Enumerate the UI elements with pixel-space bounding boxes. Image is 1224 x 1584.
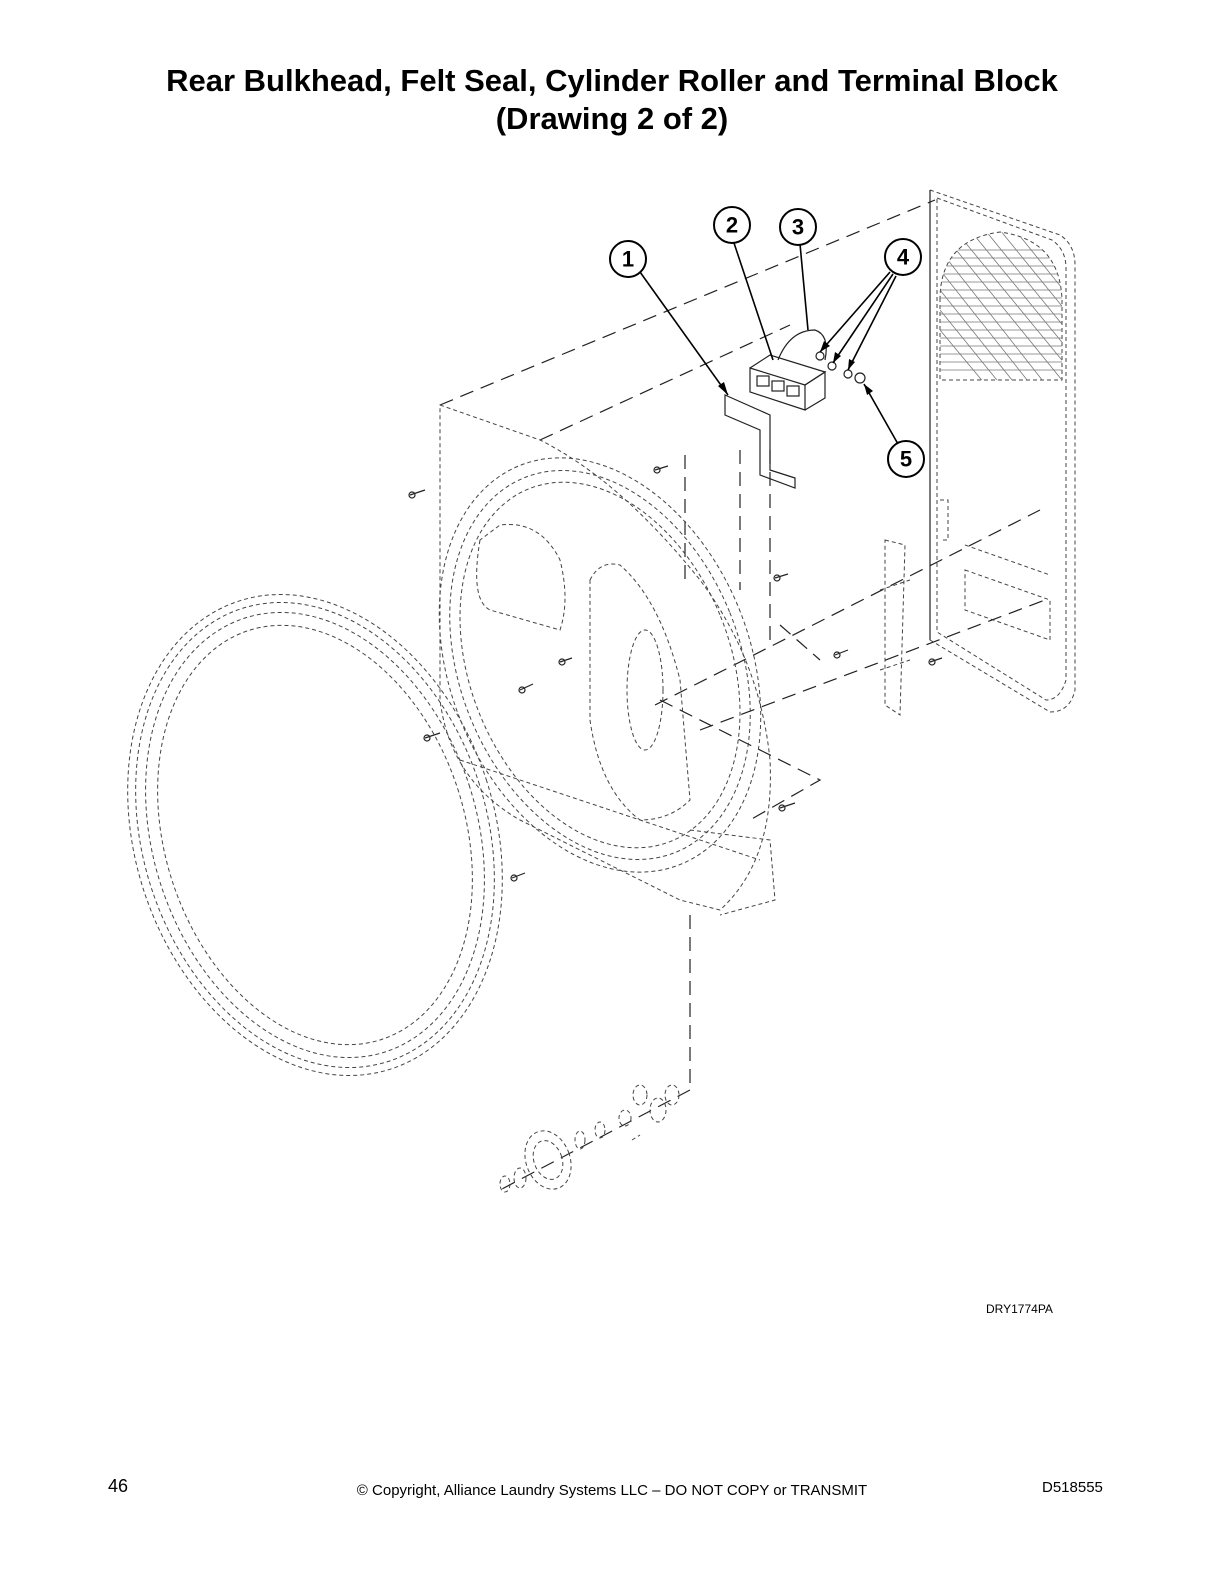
- callout-5-label: 5: [900, 447, 912, 472]
- callout-2: 2: [713, 206, 751, 244]
- callout-4-label: 4: [897, 245, 910, 270]
- callout-1: 1: [609, 240, 647, 278]
- felt-seal: [127, 594, 503, 1076]
- page-number: 46: [108, 1476, 129, 1496]
- callout-3: 3: [779, 208, 817, 246]
- bracket: [879, 539, 911, 716]
- rear-bulkhead: [438, 404, 776, 916]
- title-line-1: Rear Bulkhead, Felt Seal, Cylinder Rolle…: [166, 63, 1058, 98]
- copyright-notice: © Copyright, Alliance Laundry Systems LL…: [356, 1482, 868, 1499]
- cylinder-roller: [499, 1084, 680, 1193]
- drawing-id: DRY1774PA: [986, 1302, 1053, 1316]
- callout-2-label: 2: [726, 213, 738, 238]
- fasteners: [408, 465, 943, 882]
- terminal-block-assembly: [724, 329, 866, 489]
- callout-3-label: 3: [792, 215, 804, 240]
- assembly-guide-lines: [439, 199, 1046, 1191]
- document-number: D518555: [1042, 1479, 1103, 1496]
- callout-leaders: [639, 242, 899, 445]
- callout-5: 5: [887, 440, 925, 478]
- title-line-2: (Drawing 2 of 2): [495, 101, 729, 136]
- vent-grille: [940, 232, 1062, 380]
- rear-panel: [929, 189, 1076, 713]
- page-title: Rear Bulkhead, Felt Seal, Cylinder Rolle…: [0, 62, 1224, 138]
- callout-1-label: 1: [622, 247, 634, 272]
- callout-4: 4: [884, 238, 922, 276]
